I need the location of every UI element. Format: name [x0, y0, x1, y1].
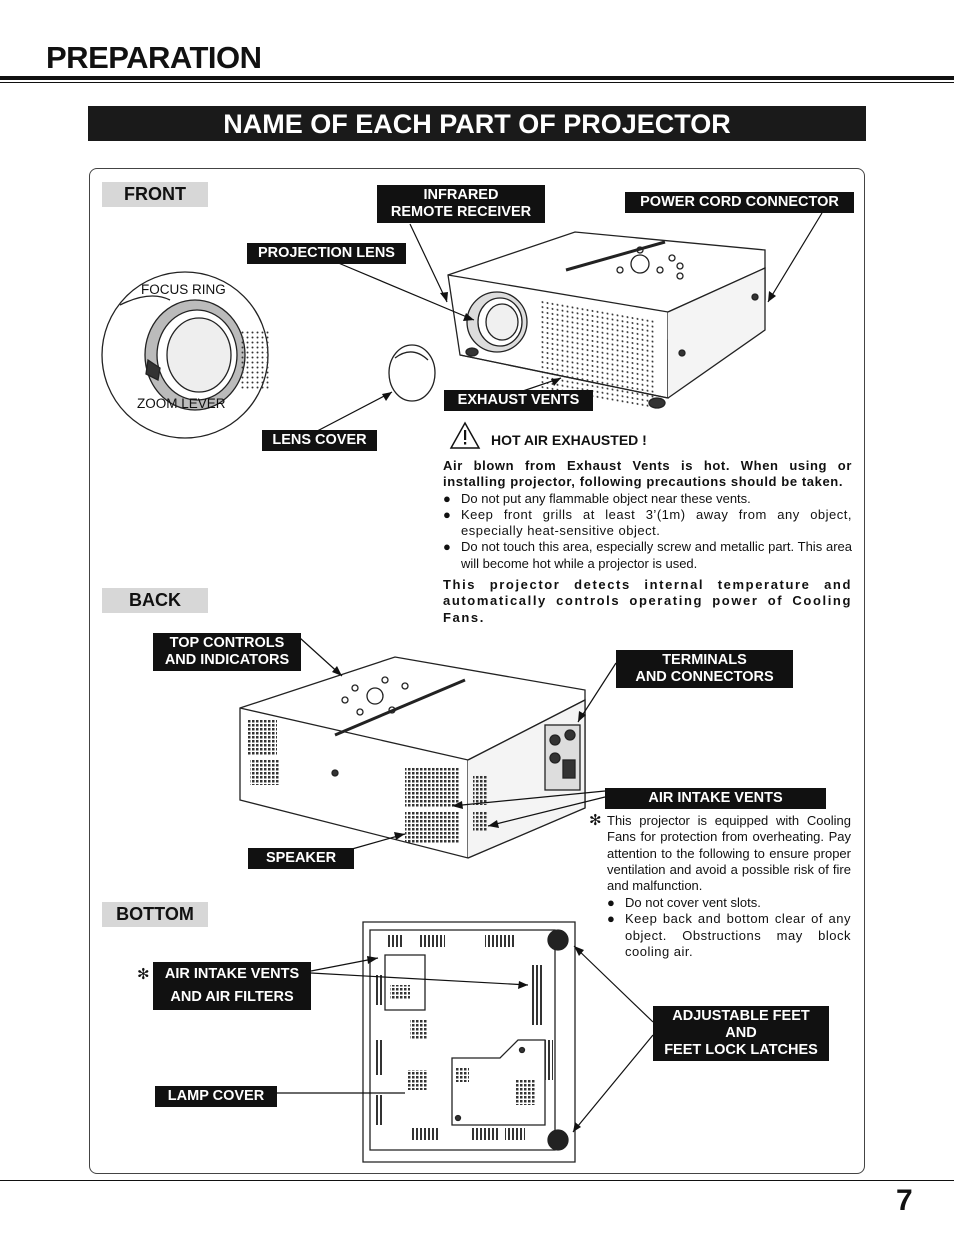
air-filters-label: AIR INTAKE VENTS AND AIR FILTERS — [153, 962, 311, 1010]
air-filters-line1: AIR INTAKE VENTS — [164, 966, 300, 982]
lens-closeup-drawing — [101, 271, 270, 439]
lens-cover-label: LENS COVER — [262, 430, 377, 451]
back-projector-drawing — [239, 656, 586, 859]
bullet-dot: ● — [607, 895, 615, 910]
cooling-asterisk: ✻ — [589, 812, 602, 829]
cooling-note-text: This projector is equipped with Cooling … — [607, 813, 851, 894]
warning-triangle-icon — [449, 421, 481, 449]
page-title: PREPARATION — [46, 40, 262, 75]
top-controls-line1: TOP CONTROLS — [169, 635, 285, 651]
title-rule-thin — [0, 82, 954, 83]
terminals-label: TERMINALS AND CONNECTORS — [616, 650, 793, 688]
bottom-asterisk: ✻ — [137, 966, 150, 983]
bullet-dot: ● — [443, 539, 451, 555]
bullet-dot: ● — [443, 490, 451, 506]
front-projector-drawing — [447, 231, 766, 410]
zoom-lever-label: ZOOM LEVER — [137, 396, 226, 411]
back-arrowheads — [332, 666, 586, 840]
bullet-dot: ● — [443, 506, 452, 522]
exhaust-vents-label: EXHAUST VENTS — [444, 390, 593, 411]
speaker-label: SPEAKER — [248, 848, 354, 869]
lens-cover-drawing — [388, 344, 436, 402]
section-bottom: BOTTOM — [102, 902, 208, 927]
warning-closing: This projector detects internal temperat… — [443, 577, 852, 625]
section-banner: NAME OF EACH PART OF PROJECTOR — [88, 106, 866, 141]
focus-ring-label: FOCUS RING — [141, 282, 226, 297]
infrared-line2: REMOTE RECEIVER — [390, 204, 532, 220]
lamp-cover-label: LAMP COVER — [155, 1086, 277, 1107]
projection-lens-label: PROJECTION LENS — [247, 243, 406, 264]
front-arrowheads — [382, 291, 776, 401]
terminals-line1: TERMINALS — [662, 652, 747, 668]
section-front: FRONT — [102, 182, 208, 207]
power-cord-label: POWER CORD CONNECTOR — [625, 192, 854, 213]
top-controls-line2: AND INDICATORS — [164, 652, 290, 668]
cooling-bullet: ●Keep back and bottom clear of any objec… — [607, 911, 851, 959]
page-number: 7 — [896, 1184, 913, 1217]
air-intake-vents-label: AIR INTAKE VENTS — [605, 788, 826, 809]
feet-line1: ADJUSTABLE FEET — [672, 1008, 810, 1024]
warning-block: Air blown from Exhaust Vents is hot. Whe… — [443, 458, 852, 626]
cooling-bullets: ●Do not cover vent slots. ●Keep back and… — [607, 895, 851, 960]
feet-line2: AND — [725, 1025, 757, 1041]
bottom-leader-lines — [277, 945, 654, 1133]
terminals-line2: AND CONNECTORS — [635, 669, 774, 685]
infrared-line1: INFRARED — [423, 187, 499, 203]
bullet-dot: ● — [607, 911, 616, 927]
bottom-arrowheads — [367, 946, 584, 1132]
air-filters-line2: AND AIR FILTERS — [170, 989, 294, 1005]
hot-air-heading: HOT AIR EXHAUSTED ! — [491, 432, 647, 448]
cooling-note: This projector is equipped with Cooling … — [607, 813, 851, 894]
title-rule — [0, 76, 954, 80]
section-back: BACK — [102, 588, 208, 613]
warning-bullet: ●Do not put any flammable object near th… — [443, 490, 751, 506]
top-controls-label: TOP CONTROLS AND INDICATORS — [153, 633, 301, 671]
bottom-projector-drawing — [362, 921, 576, 1163]
warning-bullet: ●Do not touch this area, especially scre… — [443, 539, 852, 571]
feet-line3: FEET LOCK LATCHES — [664, 1042, 818, 1058]
adjustable-feet-label: ADJUSTABLE FEET AND FEET LOCK LATCHES — [653, 1006, 829, 1061]
content-frame — [89, 168, 865, 1174]
cooling-bullet: ●Do not cover vent slots. — [607, 895, 761, 910]
infrared-receiver-label: INFRARED REMOTE RECEIVER — [377, 185, 545, 223]
warning-intro: Air blown from Exhaust Vents is hot. Whe… — [443, 458, 852, 490]
footer-rule — [0, 1180, 954, 1181]
warning-bullet: ●Keep front grills at least 3’(1m) away … — [443, 506, 852, 539]
